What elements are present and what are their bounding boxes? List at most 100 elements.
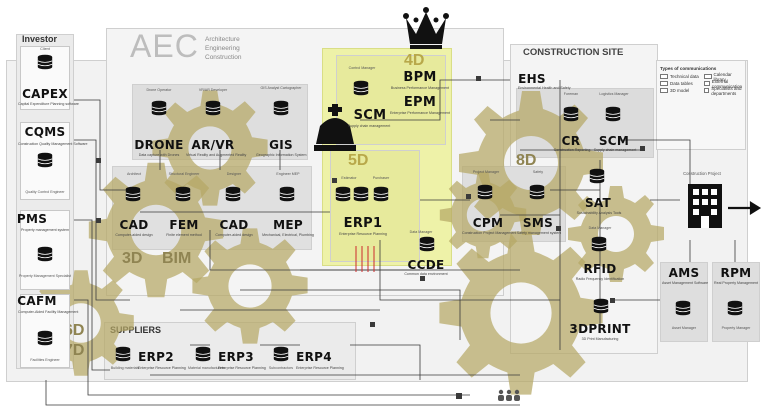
scm-site-code[interactable]: SCM bbox=[598, 134, 630, 148]
scm-top-sub: Supply chain management bbox=[347, 124, 391, 128]
erp2-code[interactable]: ERP2 bbox=[138, 350, 174, 364]
ccde-code[interactable]: CCDE bbox=[407, 258, 445, 272]
pms-code[interactable]: PMS bbox=[16, 212, 48, 226]
legend: Types of communications Technical data D… bbox=[660, 66, 744, 96]
gis-code[interactable]: GIS bbox=[269, 138, 293, 152]
rpm-role: Property Manager bbox=[721, 326, 751, 330]
database-icon-erp2 bbox=[114, 346, 132, 362]
cpm-role: Project Manager bbox=[472, 170, 500, 174]
scm-top-code[interactable]: SCM bbox=[353, 108, 387, 123]
capex-code[interactable]: CAPEX bbox=[22, 87, 68, 101]
database-icon-ams bbox=[674, 300, 692, 316]
erp4-sub: Enterprise Resource Planning bbox=[296, 366, 344, 370]
ehs-code[interactable]: EHS bbox=[518, 72, 546, 86]
cafm-code[interactable]: CAFM bbox=[17, 294, 57, 308]
construction-project-label: Construction Project bbox=[683, 171, 721, 176]
cafm-sub: Computer-Aided Facility Management bbox=[18, 310, 79, 314]
aec-title: AEC bbox=[130, 28, 199, 64]
card-4d bbox=[336, 55, 446, 145]
sms-code[interactable]: SMS bbox=[522, 216, 554, 230]
sms-role: Safety bbox=[532, 170, 544, 174]
bpm-code[interactable]: BPM bbox=[403, 70, 437, 85]
database-icon-gis bbox=[272, 100, 290, 116]
legend-item: Technical data bbox=[660, 73, 700, 80]
database-icon-cafm bbox=[36, 330, 54, 346]
people-icon bbox=[496, 388, 522, 401]
aec-sub-3: Construction bbox=[205, 54, 242, 61]
building-icon[interactable] bbox=[686, 184, 724, 228]
crown-icon-small bbox=[310, 104, 360, 154]
database-icon-drone bbox=[150, 100, 168, 116]
database-icon-rfid bbox=[590, 236, 608, 252]
erp1-role-1: Estimator bbox=[341, 176, 357, 180]
database-icon-3dprint bbox=[592, 298, 610, 314]
arvr-code[interactable]: AR/VR bbox=[191, 138, 235, 152]
cafm-role: Facilities Engineer bbox=[30, 358, 60, 362]
database-icon-scm-top bbox=[352, 80, 370, 96]
erp4-code[interactable]: ERP4 bbox=[296, 350, 332, 364]
database-icon-mep bbox=[278, 186, 296, 202]
fem-code[interactable]: FEM bbox=[169, 218, 199, 232]
ams-code[interactable]: AMS bbox=[668, 266, 700, 280]
sat-sub: Sustainability Analysis Tools bbox=[576, 211, 622, 215]
cqms-code[interactable]: CQMS bbox=[24, 125, 66, 139]
erp4-role: Subcontractors bbox=[268, 366, 294, 370]
pms-role: Property Management Specialist bbox=[19, 274, 71, 278]
database-icon-cqms bbox=[36, 152, 54, 168]
rfid-sub: Radio Frequency Identification bbox=[575, 277, 625, 281]
sat-code[interactable]: SAT bbox=[584, 196, 612, 210]
database-icon-erp1-c bbox=[372, 186, 390, 202]
label-bim: BIM bbox=[162, 250, 192, 267]
suppliers-zone bbox=[104, 322, 356, 380]
cad2-code[interactable]: CAD bbox=[219, 218, 249, 232]
cr-role: Foreman bbox=[563, 92, 579, 96]
drone-role: Drone Operator bbox=[146, 88, 172, 92]
3dprint-code[interactable]: 3DPRINT bbox=[569, 322, 631, 336]
label-8d: 8D bbox=[516, 152, 537, 169]
legend-card bbox=[656, 60, 746, 150]
scm-site-sub: Supply chain management bbox=[593, 148, 637, 152]
cad1-sub: Computer-aided design bbox=[115, 233, 153, 237]
sms-sub: Safety management system bbox=[516, 231, 562, 235]
database-icon-sat bbox=[588, 168, 606, 184]
rfid-role: Data Manager bbox=[588, 226, 612, 230]
erp2-role: Building materials bbox=[110, 366, 140, 370]
mep-code[interactable]: MEP bbox=[273, 218, 303, 232]
legend-item: 3D model bbox=[660, 87, 700, 94]
database-icon-cpm bbox=[476, 184, 494, 200]
epm-code[interactable]: EPM bbox=[403, 95, 437, 110]
erp3-role: Material manufacturers bbox=[188, 366, 225, 370]
drone-code[interactable]: DRONE bbox=[134, 138, 184, 152]
database-icon-sms bbox=[528, 184, 546, 200]
erp1-sub: Enterprise Resource Planning bbox=[339, 232, 387, 236]
pms-sub: Property management system bbox=[21, 228, 69, 232]
cr-code[interactable]: CR bbox=[561, 134, 581, 148]
database-icon-arvr bbox=[204, 100, 222, 116]
erp1-code[interactable]: ERP1 bbox=[343, 216, 383, 231]
aec-sub-1: Architecture bbox=[205, 36, 240, 43]
cpm-code[interactable]: CPM bbox=[472, 216, 504, 230]
ams-sub: Asset Management Software bbox=[662, 281, 709, 285]
crown-icon-large bbox=[402, 4, 450, 52]
label-4d: 4D bbox=[404, 52, 425, 69]
cpm-sub: Construction Project Management bbox=[462, 231, 517, 235]
cqms-role: Quality Control Engineer bbox=[25, 190, 65, 194]
database-icon-capex bbox=[36, 54, 54, 70]
database-icon-ccde bbox=[418, 236, 436, 252]
database-icon-erp1-a bbox=[334, 186, 352, 202]
rpm-sub: Real Property Management bbox=[714, 281, 758, 285]
erp3-code[interactable]: ERP3 bbox=[218, 350, 254, 364]
gis-role: GIS Analyst Cartographer bbox=[260, 86, 302, 90]
ccde-sub: Common data environment bbox=[404, 272, 448, 276]
cad1-code[interactable]: CAD bbox=[119, 218, 149, 232]
database-icon-erp4 bbox=[272, 346, 290, 362]
drone-sub: Data capture with Drones bbox=[138, 153, 180, 157]
database-icon-rpm bbox=[726, 300, 744, 316]
card-5d bbox=[330, 150, 420, 262]
gis-sub: Geographic Information System bbox=[256, 153, 307, 157]
rpm-code[interactable]: RPM bbox=[720, 266, 752, 280]
rfid-code[interactable]: RFID bbox=[583, 262, 617, 276]
legend-item: Calendar library bbox=[703, 72, 744, 82]
suppliers-title: SUPPLIERS bbox=[110, 325, 162, 335]
